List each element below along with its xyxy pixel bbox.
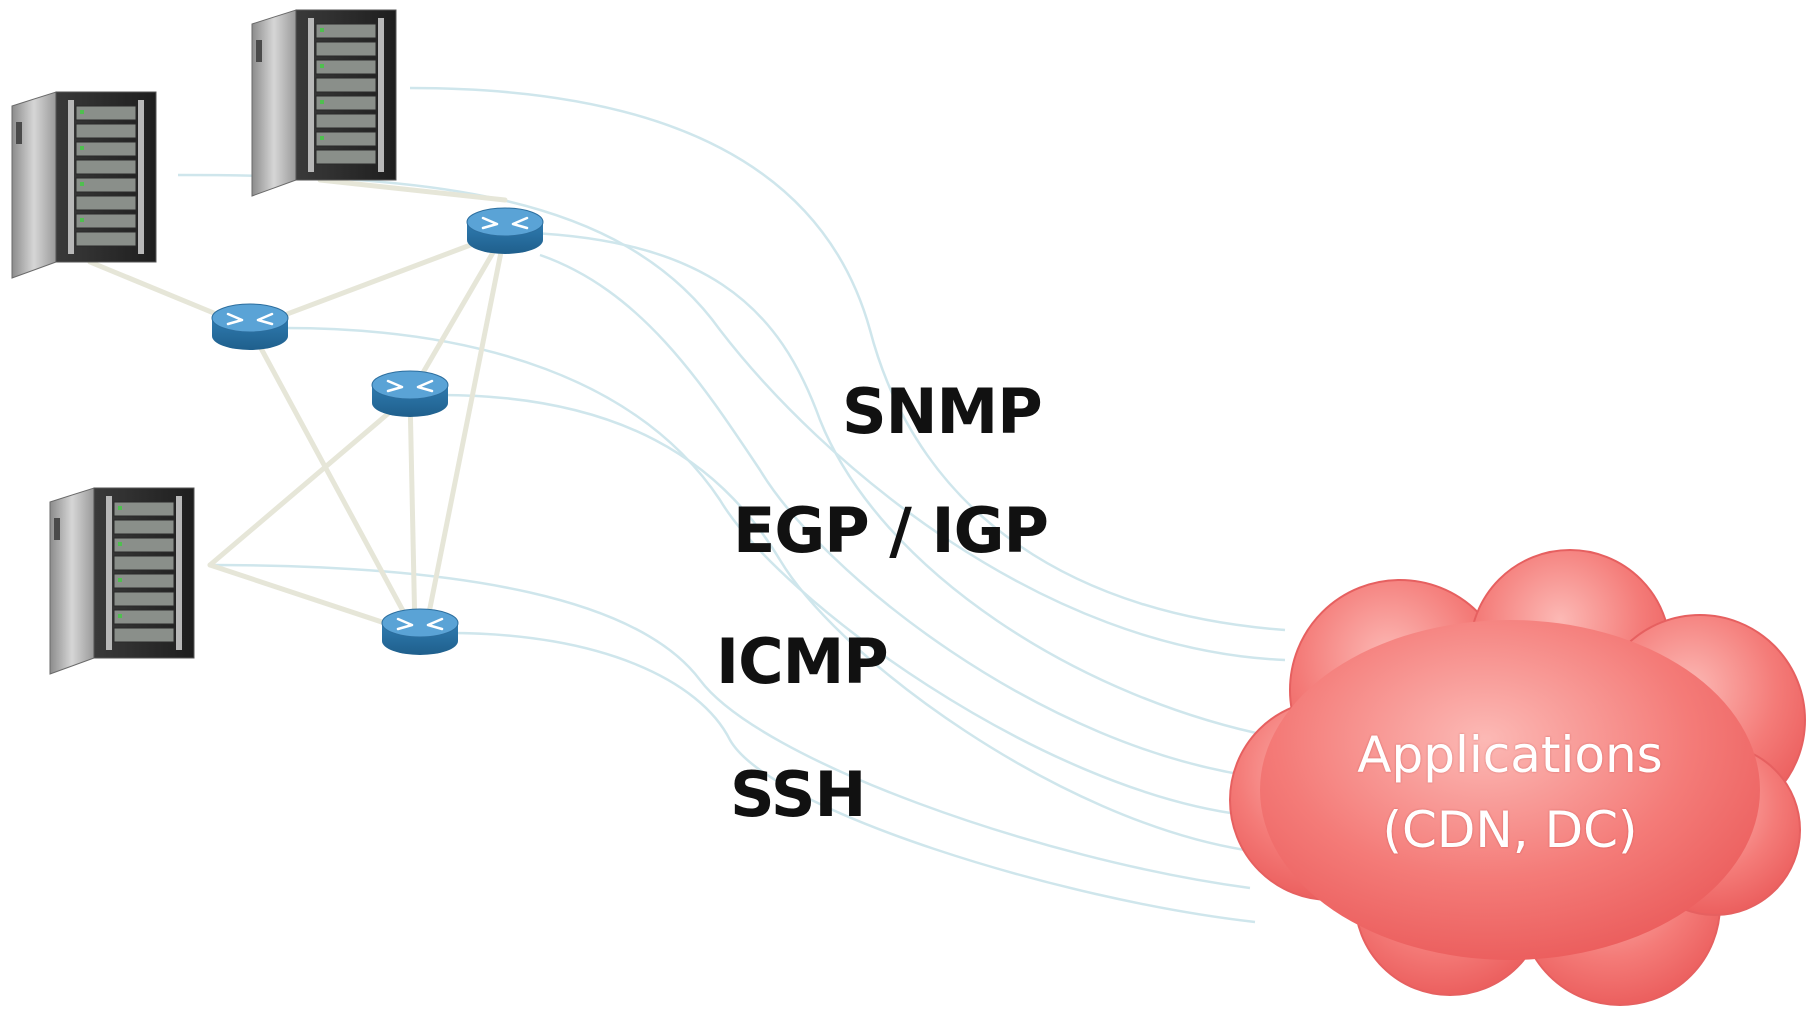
protocol-label-egp-igp: EGP / IGP <box>733 494 1049 567</box>
network-links <box>87 177 508 636</box>
router-icon-2 <box>210 302 290 352</box>
server-rack-icon-bottom <box>49 487 195 675</box>
cloud-label-line2: (CDN, DC) <box>1382 801 1638 859</box>
router-icon-4 <box>380 607 460 657</box>
cloud-label-line1: Applications <box>1357 726 1663 784</box>
protocol-label-snmp: SNMP <box>842 375 1043 448</box>
protocol-label-ssh: SSH <box>730 758 866 831</box>
server-rack-icon-top <box>251 9 397 197</box>
protocol-label-icmp: ICMP <box>716 625 889 698</box>
server-rack-icon-left <box>11 91 157 279</box>
cloud-icon <box>1229 549 1806 1006</box>
router-icon-3 <box>370 369 450 419</box>
router-icon-1 <box>465 206 545 256</box>
